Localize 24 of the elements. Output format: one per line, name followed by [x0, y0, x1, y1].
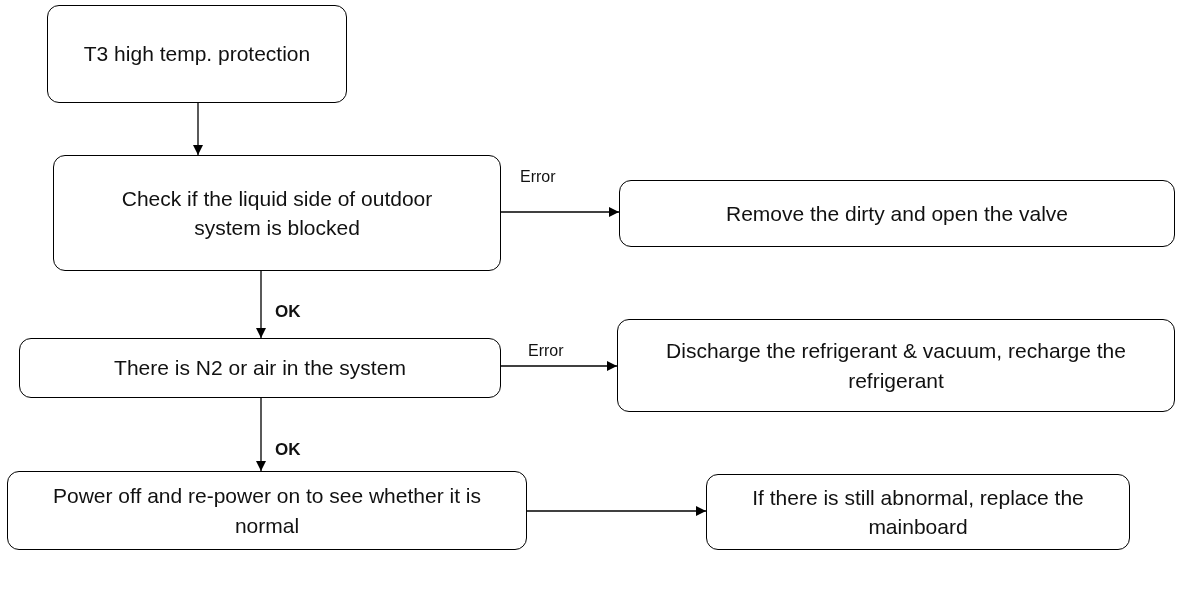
- step-text: Discharge the refrigerant & vacuum, recharge the refrigerant: [665, 338, 1127, 394]
- process-box: [617, 319, 1175, 412]
- process-box: [619, 180, 1175, 247]
- process-box: [53, 155, 501, 271]
- arrow: [526, 506, 707, 516]
- arrow: [256, 270, 266, 339]
- process-box: [7, 471, 527, 550]
- step-text: Check if the liquid side of outdoor system is blocked: [120, 185, 434, 241]
- process-box: [706, 474, 1130, 550]
- edge-label: OK: [275, 302, 301, 322]
- step-text: If there is still abnormal, replace the mainboard: [751, 484, 1085, 540]
- step-text: There is N2 or air in the system: [114, 355, 406, 382]
- step-text: Remove the dirty and open the valve: [725, 200, 1068, 227]
- arrow: [500, 207, 620, 217]
- arrow: [500, 361, 618, 371]
- process-box: [19, 338, 501, 398]
- step-text: T3 high temp. protection: [83, 41, 311, 68]
- edge-label: Error: [528, 342, 564, 360]
- arrow: [256, 397, 266, 472]
- process-box: [47, 5, 347, 103]
- edge-label: OK: [275, 440, 301, 460]
- step-text: Power off and re-power on to see whether it is normal: [52, 483, 482, 539]
- edge-label: Error: [520, 168, 556, 186]
- arrow: [193, 102, 203, 156]
